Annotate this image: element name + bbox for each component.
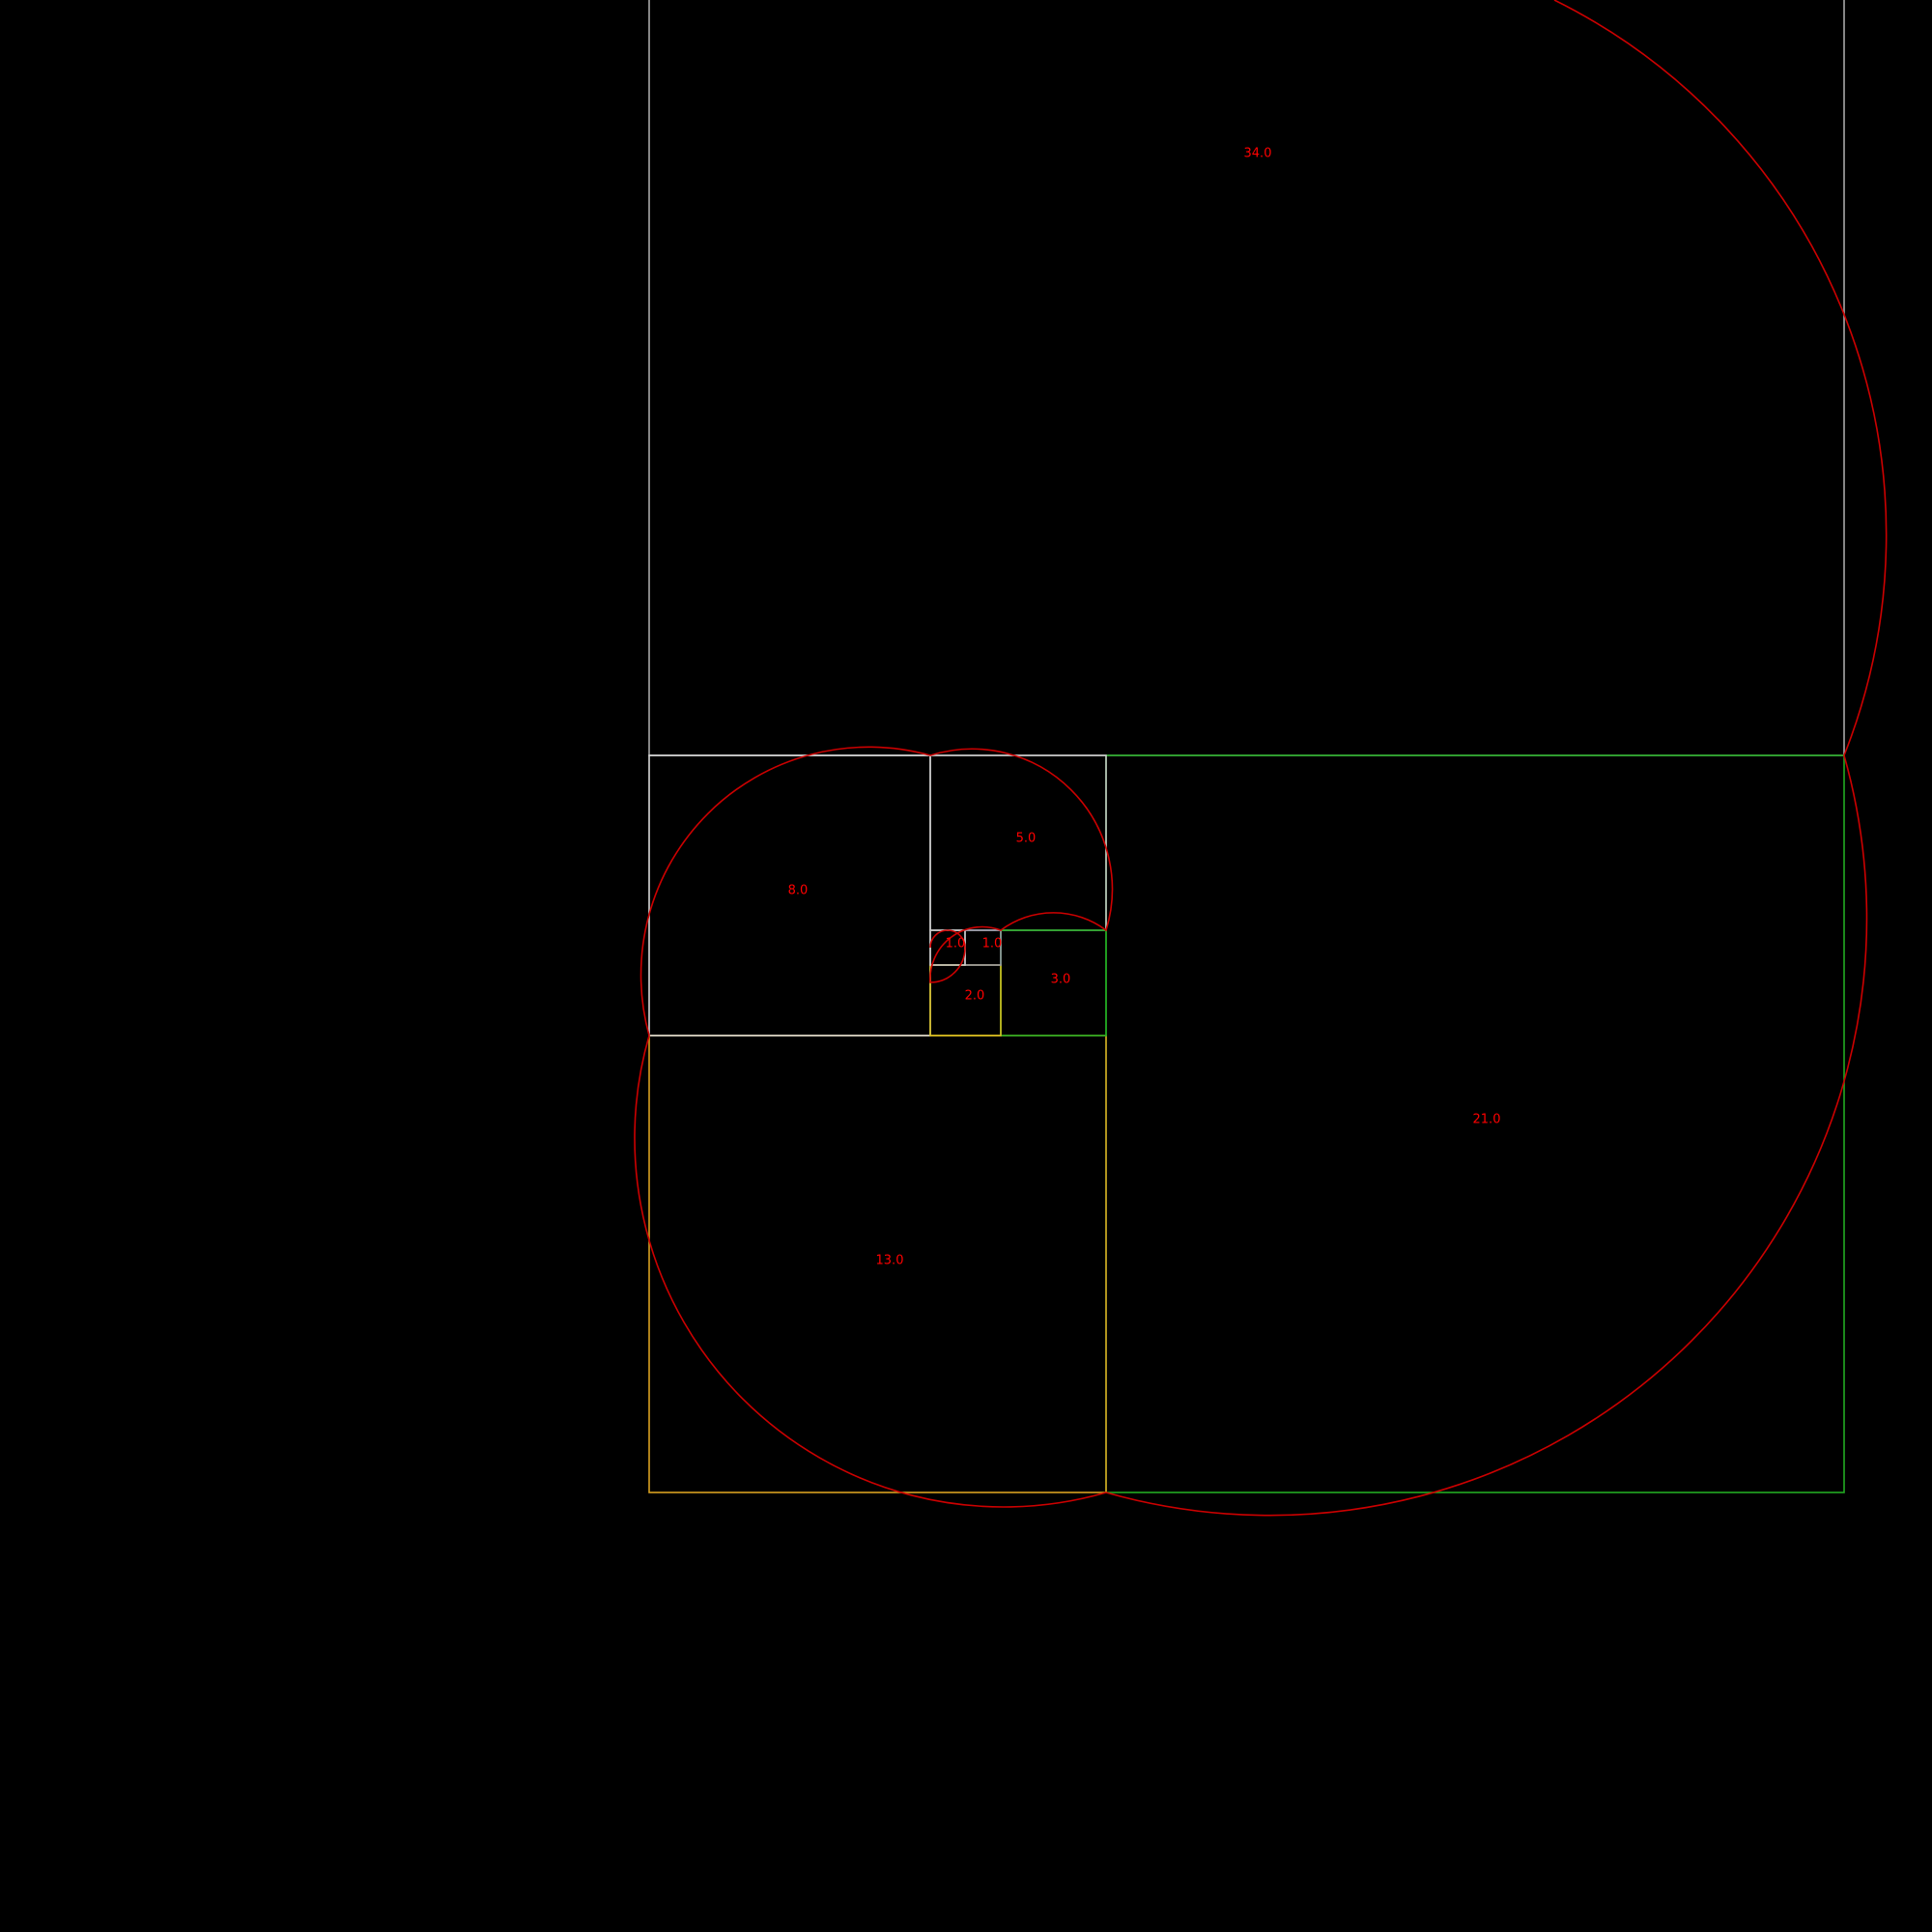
label-34: 34.0 bbox=[1244, 147, 1272, 161]
label-8: 8.0 bbox=[788, 884, 809, 898]
label-13: 13.0 bbox=[876, 1254, 904, 1268]
label-3: 3.0 bbox=[1051, 973, 1071, 987]
label-1b: 1.0 bbox=[982, 937, 1003, 952]
label-21: 21.0 bbox=[1473, 1113, 1501, 1127]
square-labels: 34.0 21.0 13.0 8.0 5.0 3.0 2.0 1.0 1.0 bbox=[788, 147, 1501, 1268]
label-1a: 1.0 bbox=[946, 937, 966, 952]
label-2: 2.0 bbox=[965, 989, 985, 1004]
golden-spiral bbox=[634, 0, 1888, 1517]
label-5: 5.0 bbox=[1016, 832, 1037, 846]
